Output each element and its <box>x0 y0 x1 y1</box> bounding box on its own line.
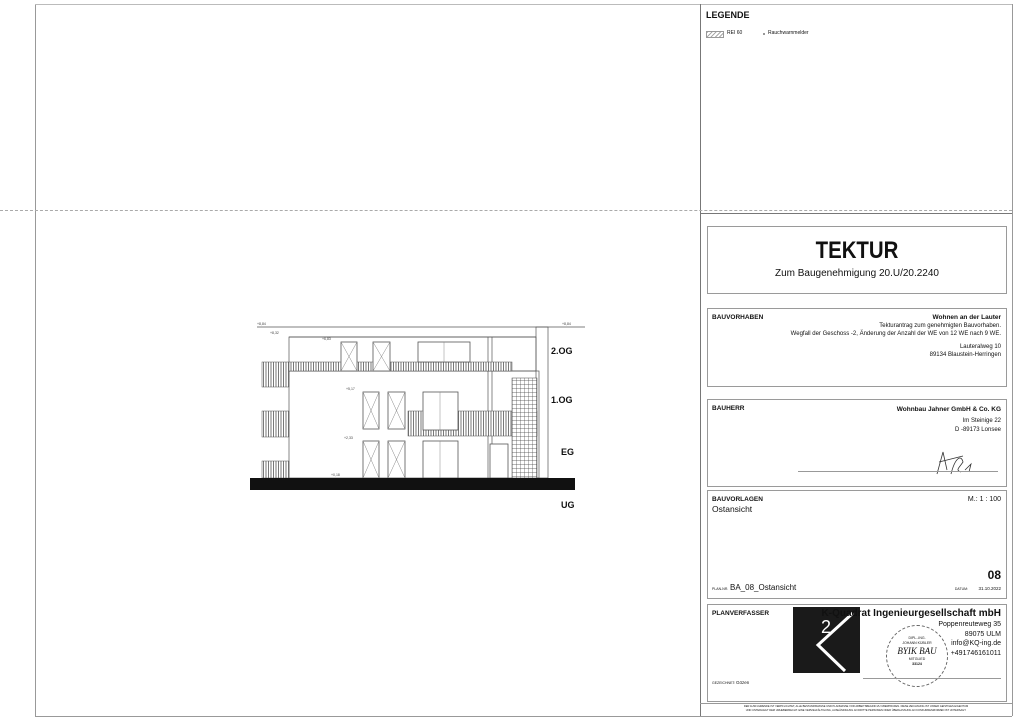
company-name: K-Quadrat Ingenieurgesellschaft mbH <box>821 608 1001 619</box>
stamp-line: JOHANN KÜBLER <box>902 641 932 645</box>
project-desc-2: Wegfall der Geschoss -2, Änderung der An… <box>790 331 1001 337</box>
title-block-divider <box>700 4 701 716</box>
planverfasser-box: PLANVERFASSER GEZEICHNET: Gözen 2 K-Quad… <box>707 604 1007 702</box>
project-desc-1: Tekturantrag zum genehmigten Bauvorhaben… <box>879 323 1001 329</box>
balcony-left-1og <box>261 410 290 438</box>
level-marker: +6,83 <box>322 337 331 341</box>
bauherr-label: BAUHERR <box>712 405 745 412</box>
east-elevation-drawing <box>250 326 585 490</box>
plan-number: BA_08_Ostansicht <box>730 583 797 592</box>
sheet-border-bottom <box>35 716 1012 717</box>
stamp-line: BYIK BAU <box>897 646 937 656</box>
tektur-title: TEKTUR <box>815 237 899 264</box>
bauherr-details: Wohnbau Jahner GmbH & Co. KG Im Steinige… <box>897 405 1001 435</box>
balcony-left-2og <box>261 361 290 388</box>
company-details: K-Quadrat Ingenieurgesellschaft mbH Popp… <box>822 608 1001 658</box>
level-marker: +0,18 <box>331 473 340 477</box>
ground-slab <box>250 478 575 490</box>
company-city: 89075 ULM <box>964 630 1001 638</box>
floor-label-1og: 1.OG <box>551 395 573 405</box>
level-marker: +2,33 <box>344 436 353 440</box>
railing-2og <box>288 361 513 372</box>
sheet-border-top <box>35 4 1012 5</box>
entrance-door <box>489 443 509 479</box>
project-city: 89134 Blaustein-Herringen <box>929 352 1001 358</box>
tektur-subtitle: Zum Baugenehmigung 20.U/20.2240 <box>774 268 939 279</box>
engineer-stamp: DIPL.-ING. JOHANN KÜBLER BYIK BAU MITGLI… <box>886 625 948 687</box>
level-marker: +8,84 <box>562 322 571 326</box>
client-street: Im Steinige 22 <box>962 418 1001 424</box>
sheet-number: 08 <box>987 568 1001 582</box>
legend-divider <box>700 213 1012 214</box>
stair-tower <box>535 326 549 479</box>
stamp-line <box>863 678 1001 679</box>
disclaimer-line: UND UNTERLIEGT DEM URHEBERRECHT. EINE VE… <box>745 709 967 712</box>
signature-line <box>798 471 998 472</box>
drawn-by-label: GEZEICHNET: <box>712 681 736 685</box>
client-signature <box>936 451 972 475</box>
k-quadrat-logo: 2 <box>793 607 860 673</box>
level-marker: +8,32 <box>270 331 279 335</box>
window <box>422 391 459 431</box>
bauvorlagen-box: BAUVORLAGEN M.: 1 : 100 Ostansicht 08 PL… <box>707 490 1007 599</box>
level-marker: +8,84 <box>257 322 266 326</box>
floor-label-ug: UG <box>561 500 575 510</box>
drawn-by: Gözen <box>736 680 750 685</box>
bauvorhaben-label: BAUVORHABEN <box>712 314 764 321</box>
client-city: D -89173 Lonsee <box>954 427 1001 433</box>
bauvorhaben-box: BAUVORHABEN Wohnen an der Lauter Tektura… <box>707 308 1007 387</box>
bauvorlagen-label: BAUVORLAGEN <box>712 496 763 503</box>
bauherr-box: BAUHERR Wohnbau Jahner GmbH & Co. KG Im … <box>707 399 1007 487</box>
planverfasser-label: PLANVERFASSER <box>712 610 770 617</box>
floor-label-eg: EG <box>561 447 575 457</box>
fold-line <box>0 210 1012 211</box>
plan-number-label: PLAN-NR. <box>712 587 729 591</box>
bauvorhaben-details: Wohnen an der Lauter Tekturantrag zum ge… <box>791 314 1001 359</box>
door <box>422 440 459 479</box>
footer-divider <box>700 703 1012 704</box>
sheet-border-right <box>1012 4 1013 716</box>
legend-hatch-swatch <box>706 31 724 38</box>
tektur-box: TEKTUR Zum Baugenehmigung 20.U/20.2240 <box>707 226 1007 294</box>
floor-label-2og: 2.OG <box>551 346 573 356</box>
staircase <box>511 377 538 479</box>
date: 31.10.2022 <box>978 586 1001 591</box>
client-name: Wohnbau Jahner GmbH & Co. KG <box>896 406 1001 413</box>
company-email: info@KQ-ing.de <box>951 640 1001 647</box>
stamp-line: DIPL.-ING. <box>908 636 926 640</box>
level-marker: +5,17 <box>346 387 355 391</box>
project-street: Lauteralweg 10 <box>959 344 1001 350</box>
company-phone: +491746161011 <box>950 649 1001 657</box>
legend-item-smoke-detector: Rauchwarnmelder <box>768 30 809 36</box>
legend-item-rei60: REI 60 <box>727 30 743 36</box>
disclaimer: DER AUSFÜHRENDE IST VERPFLICHTET, ALLE B… <box>700 705 1012 713</box>
company-street: Poppenreuteweg 35 <box>938 621 1001 628</box>
scale: M.: 1 : 100 <box>967 496 1001 503</box>
date-label: DATUM: <box>954 587 968 591</box>
stamp-line: 33124 <box>912 662 922 666</box>
stamp-line: MITGLIED <box>908 657 926 661</box>
view-name: Ostansicht <box>712 504 753 514</box>
project-name: Wohnen an der Lauter <box>932 314 1002 321</box>
legend-title: LEGENDE <box>706 10 750 20</box>
legend-dot-icon <box>763 33 765 35</box>
disclaimer-line: DER AUSFÜHRENDE IST VERPFLICHTET, ALLE B… <box>743 705 969 708</box>
svg-text:2: 2 <box>821 617 831 637</box>
sheet-border-left <box>35 4 36 716</box>
balcony-left-eg <box>261 460 290 479</box>
